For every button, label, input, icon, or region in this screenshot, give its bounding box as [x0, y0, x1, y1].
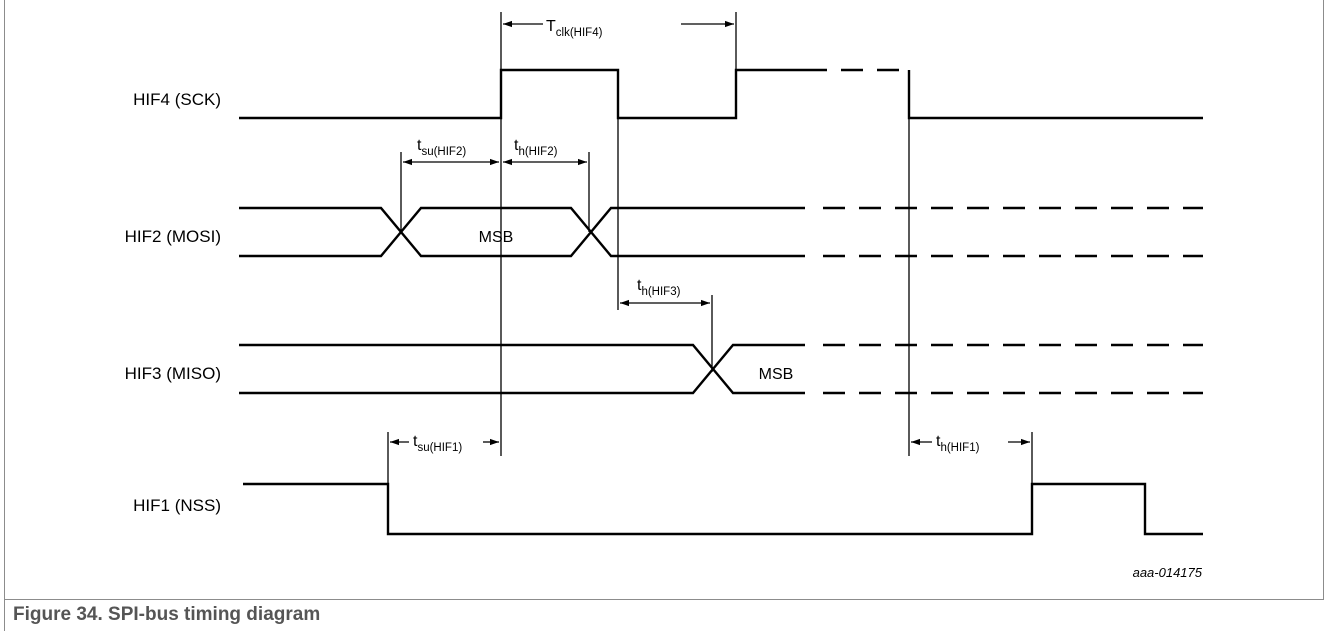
- timing-arrows: [390, 20, 1030, 446]
- tsu-hif2-label: tsu(HIF2): [417, 137, 466, 158]
- figure-code: aaa-014175: [1133, 565, 1203, 580]
- signal-label-nss: HIF1 (NSS): [133, 496, 221, 515]
- timing-diagram: HIF4 (SCK) HIF2 (MOSI) HIF3 (MISO) HIF1 …: [125, 12, 1203, 580]
- figure-caption: Figure 34. SPI-bus timing diagram: [13, 604, 321, 625]
- miso-waveform: [239, 343, 1203, 395]
- mosi-waveform: [239, 206, 1203, 258]
- signal-label-miso: HIF3 (MISO): [125, 364, 221, 383]
- reference-lines: [387, 12, 1033, 484]
- tsu-hif1-label: tsu(HIF1): [413, 433, 462, 454]
- th-hif1-label: th(HIF1): [936, 433, 980, 454]
- th-hif2-label: th(HIF2): [514, 137, 558, 158]
- th-hif3-label: th(HIF3): [637, 277, 681, 298]
- mosi-msb-label: MSB: [479, 229, 514, 246]
- miso-msb-label: MSB: [759, 366, 794, 383]
- diagram-frame: HIF4 (SCK) HIF2 (MOSI) HIF3 (MISO) HIF1 …: [4, 0, 1324, 600]
- sck-waveform: [239, 68, 1203, 120]
- signal-label-mosi: HIF2 (MOSI): [125, 227, 221, 246]
- tclk-label: Tclk(HIF4): [546, 18, 603, 39]
- nss-waveform: [243, 482, 1203, 536]
- caption-bar: Figure 34. SPI-bus timing diagram: [4, 600, 1324, 631]
- signal-label-sck: HIF4 (SCK): [133, 90, 221, 109]
